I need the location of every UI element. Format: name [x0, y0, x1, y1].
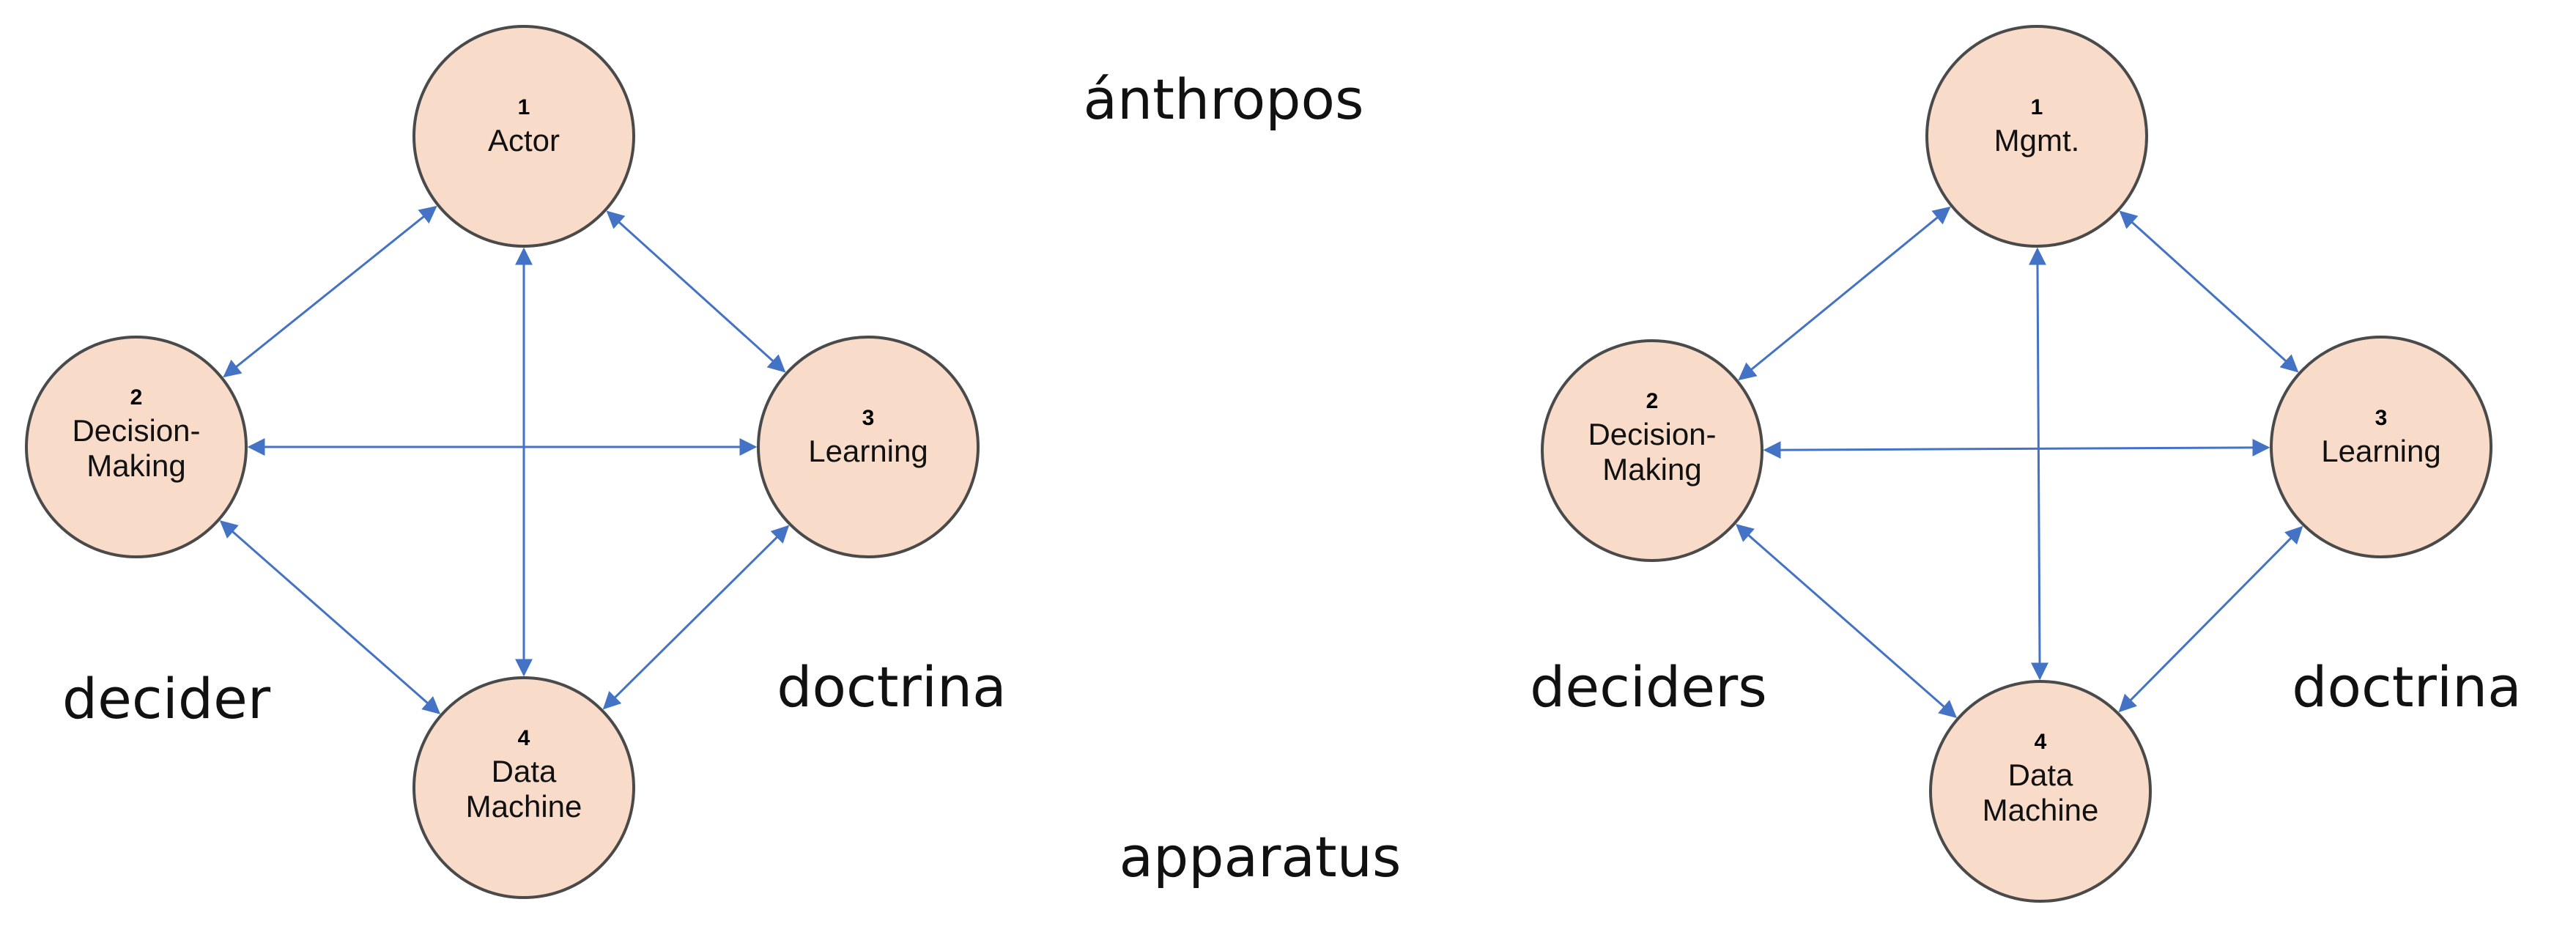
node-number: 1 — [518, 95, 530, 119]
node-label: Mgmt. — [1994, 123, 2080, 158]
node-circle — [1925, 25, 2148, 248]
node-label: Machine — [466, 789, 582, 824]
annotation-right-diagram-right: doctrina — [2292, 654, 2521, 720]
node-label: Decision- — [1588, 417, 1716, 451]
node-number: 2 — [1646, 389, 1659, 413]
node-label: Making — [1602, 452, 1701, 487]
node-circle — [2270, 336, 2492, 558]
annotation-left-diagram-left: decider — [62, 666, 271, 731]
node-number: 3 — [862, 406, 875, 430]
diagram-2-edge-1-2 — [1738, 206, 1951, 381]
node-label: Data — [492, 754, 557, 788]
node-label: Learning — [2321, 434, 2440, 468]
node-circle — [412, 676, 635, 899]
diagram-2-edge-1-4 — [2028, 247, 2049, 681]
node-label: Making — [86, 448, 185, 483]
nodes-layer: 1Actor2Decision-Making3Learning4DataMach… — [25, 25, 2492, 903]
node-number: 2 — [130, 385, 143, 410]
node-number: 4 — [2035, 730, 2047, 754]
annotation-bottom: apparatus — [1119, 824, 1401, 890]
annotation-left-diagram-right: doctrina — [777, 654, 1006, 720]
node-number: 1 — [2031, 95, 2043, 119]
node-label: Data — [2008, 758, 2073, 792]
node-circle — [25, 336, 248, 558]
diagram-1-edge-3-4 — [602, 525, 790, 710]
node-label: Actor — [488, 123, 560, 158]
node-circle — [1541, 339, 1763, 562]
annotation-top: ánthropos — [1083, 67, 1363, 132]
node-label: Machine — [1983, 793, 2099, 827]
diagram-2-edge-1-3 — [2119, 210, 2299, 373]
node-label: Learning — [808, 434, 928, 468]
diagram-2-edge-2-4 — [1735, 523, 1958, 719]
node-label: Decision- — [72, 413, 200, 448]
diagram-1-edge-1-3 — [606, 210, 786, 373]
node-circle — [1929, 680, 2152, 903]
edges-layer — [219, 205, 2303, 719]
diagram-1-edge-2-4 — [219, 520, 441, 714]
node-circle — [757, 336, 980, 558]
diagram-2-edge-2-3 — [1763, 438, 2270, 459]
node-number: 3 — [2375, 406, 2388, 430]
node-number: 4 — [518, 726, 530, 750]
annotation-right-diagram-left: deciders — [1530, 654, 1767, 720]
node-circle — [412, 25, 635, 248]
diagram-2-edge-3-4 — [2118, 525, 2303, 713]
diagram-1-edge-1-2 — [223, 205, 437, 378]
